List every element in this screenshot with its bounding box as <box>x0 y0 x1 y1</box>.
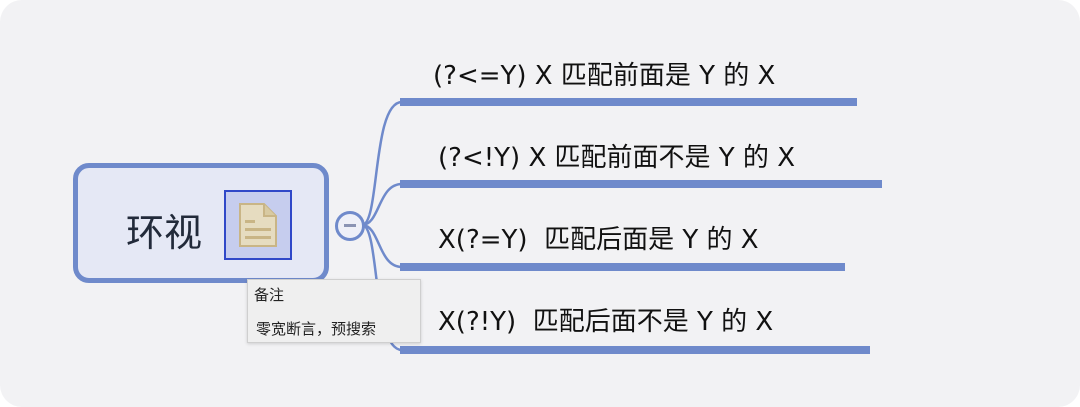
connector-1 <box>361 100 403 227</box>
note-document-icon <box>239 203 277 247</box>
branch-underline-2 <box>400 180 882 188</box>
root-topic-label: 环视 <box>126 211 203 255</box>
branch-underline-3 <box>400 263 845 271</box>
connector-3 <box>361 223 403 269</box>
note-button[interactable] <box>224 190 292 260</box>
branch-topic-1[interactable]: (?<=Y) X 匹配前面是 Y 的 X <box>433 61 776 91</box>
collapse-toggle[interactable] <box>335 211 365 241</box>
note-tooltip: 备注 零宽断言，预搜索 <box>247 279 421 343</box>
tooltip-title: 备注 <box>254 286 285 304</box>
branch-underline-4 <box>400 346 870 354</box>
tooltip-body: 零宽断言，预搜索 <box>256 320 377 338</box>
branch-topic-2[interactable]: (?<!Y) X 匹配前面不是 Y 的 X <box>438 143 796 173</box>
branch-topic-3[interactable]: X(?=Y) 匹配后面是 Y 的 X <box>438 225 759 255</box>
branch-underline-1 <box>400 98 857 106</box>
root-topic-node[interactable]: 环视 <box>73 163 329 283</box>
connector-2 <box>361 182 403 227</box>
branch-topic-4[interactable]: X(?!Y) 匹配后面不是 Y 的 X <box>438 307 774 337</box>
